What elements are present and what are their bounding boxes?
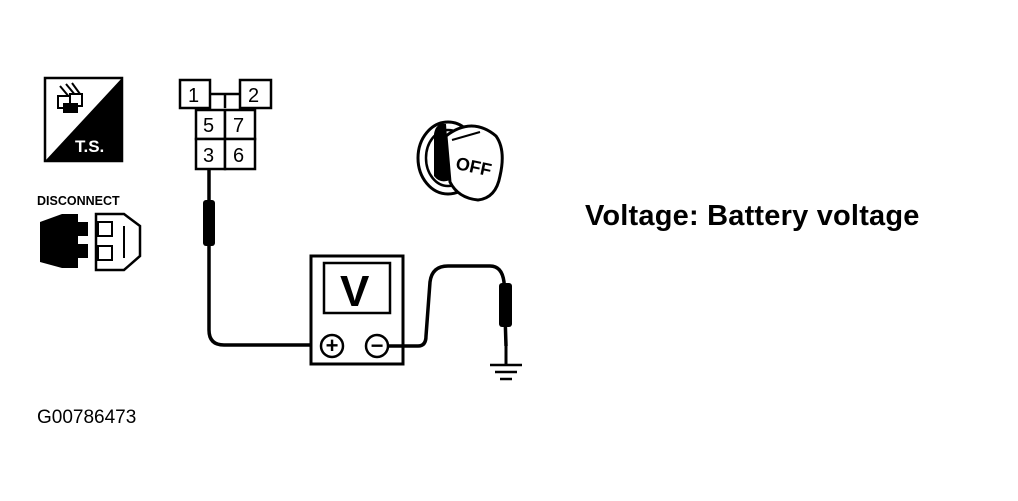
terminal-2: 2 bbox=[248, 85, 259, 107]
positive-lead bbox=[203, 169, 318, 347]
harness-icon bbox=[57, 82, 83, 113]
ignition-key-icon: OFF bbox=[416, 120, 504, 202]
negative-probe bbox=[499, 283, 512, 327]
connector-half-left bbox=[40, 214, 78, 268]
ground-icon bbox=[490, 363, 522, 381]
disconnect-icon: DISCONNECT bbox=[37, 194, 142, 272]
terminal-5: 5 bbox=[203, 115, 214, 137]
positive-terminal bbox=[319, 333, 345, 359]
harness-connector bbox=[178, 78, 273, 171]
positive-terminal-label: + bbox=[326, 333, 339, 358]
ts-icon: T.S. bbox=[43, 76, 124, 163]
terminal-6: 6 bbox=[233, 145, 244, 167]
figure-id: G00786473 bbox=[37, 407, 137, 428]
voltmeter: V + − bbox=[309, 254, 405, 366]
ts-icon-label: T.S. bbox=[75, 137, 104, 156]
negative-lead bbox=[388, 264, 512, 364]
voltmeter-symbol: V bbox=[340, 267, 370, 316]
positive-probe bbox=[203, 200, 215, 246]
terminal-1: 1 bbox=[188, 85, 199, 107]
disconnect-label: DISCONNECT bbox=[37, 194, 120, 208]
terminal-3: 3 bbox=[203, 145, 214, 167]
negative-terminal-label: − bbox=[371, 333, 384, 358]
measurement-caption: Voltage: Battery voltage bbox=[585, 200, 920, 232]
terminal-7: 7 bbox=[233, 115, 244, 137]
